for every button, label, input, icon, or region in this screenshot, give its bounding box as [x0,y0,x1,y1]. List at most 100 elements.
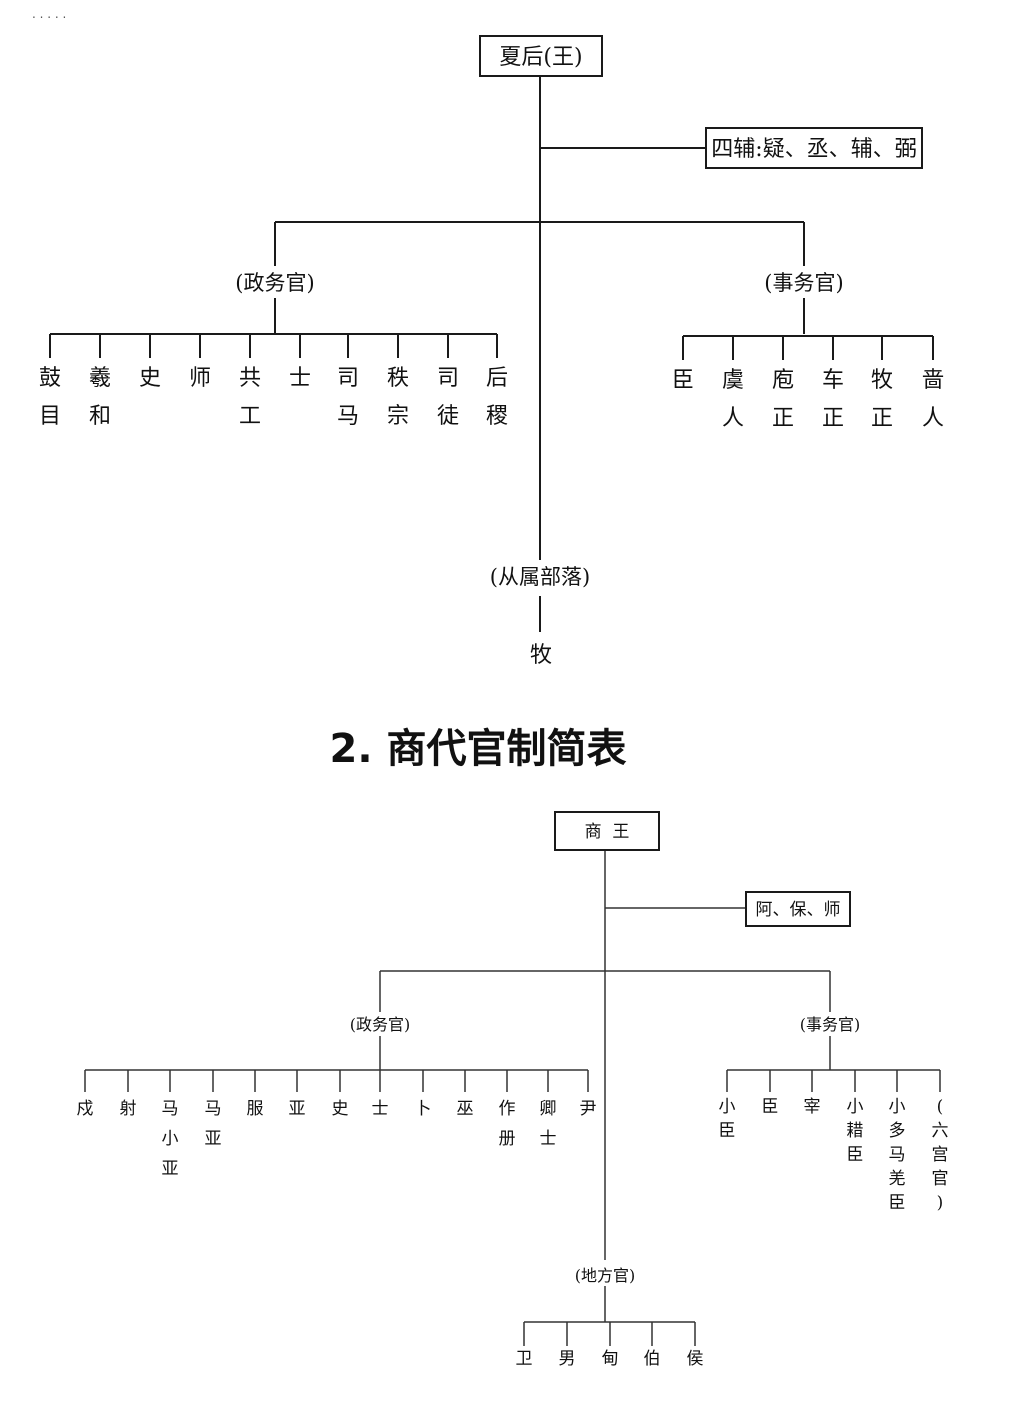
xia-root-label: 夏后(王) [499,45,582,70]
org-item-char: 和 [89,404,111,429]
xia-right-items: 臣虞人庖正车正牧正啬人 [672,368,944,431]
xia-side-box [705,127,923,169]
shang-bottom-ticks [523,1322,696,1346]
org-item-char: 耤 [847,1121,864,1141]
shang-right-items: 小臣臣宰小耤臣小多马羌臣(六宫官) [719,1097,949,1213]
xia-right-group-label: (事务官) [764,271,843,295]
org-item-char: 臣 [672,368,694,393]
shang-bottom-group-label: (地方官) [575,1266,636,1285]
shang-root-label: 商 王 [585,822,630,842]
org-item-char: 史 [332,1099,349,1119]
org-item-char: 小 [847,1097,864,1117]
org-item-char: 亚 [205,1129,222,1149]
xia-left-group-label: (政务官) [235,271,314,295]
shang-bottom-items: 卫男甸伯侯 [516,1349,704,1369]
org-item-char: 官 [932,1169,949,1189]
org-item-char: 车 [822,368,844,393]
org-item-char: 士 [372,1099,389,1119]
org-item-char: 多 [889,1121,906,1141]
shang-root-box [554,811,660,851]
xia-bottom-group-label: (从属部落) [490,565,590,589]
shang-connectors [85,850,940,1323]
org-item-char: 卿 [540,1099,557,1119]
org-item-char: 牧 [871,368,893,393]
org-item-char: 士 [289,366,311,391]
org-item-char: 羌 [889,1169,906,1189]
org-item-char: 臣 [719,1121,736,1141]
shang-left-items: 戍射马小亚马亚服亚史士卜巫作册卿士尹 [77,1099,597,1179]
org-item-char: 师 [189,366,211,391]
org-item-char: 马 [889,1145,906,1165]
org-item-char: 司 [337,366,359,391]
xia-right-ticks [682,336,934,360]
org-item-char: 册 [499,1129,516,1149]
xia-side-label: 四辅:疑、丞、辅、弼 [711,137,916,162]
shang-local-official: 侯 [687,1349,704,1369]
org-item-char: 戍 [77,1099,94,1119]
shang-local-official: 卫 [516,1349,533,1369]
org-item-char: 小 [889,1097,906,1117]
org-item-char: 共 [239,366,261,391]
section-heading: 2. 商代官制简表 [330,726,627,772]
org-item-char: 正 [871,406,893,431]
org-item-char: 人 [922,406,944,431]
org-item-char: 小 [162,1129,179,1149]
shang-right-ticks [726,1070,941,1092]
org-item-char: 宰 [804,1097,821,1117]
shang-side-label: 阿、保、师 [756,900,841,920]
org-item-char: 秩 [387,366,409,391]
org-item-char: 司 [437,366,459,391]
xia-bottom-item: 牧 [530,643,552,668]
org-item-char: 稷 [486,404,508,429]
shang-chart: 商 王 阿、保、师 (政务官) (事务官) 戍射马小亚马亚服亚史士卜巫作册卿士尹… [77,811,949,1369]
shang-left-group-label: (政务官) [350,1015,411,1034]
org-item-char: 卜 [415,1099,432,1119]
org-item-char: 亚 [162,1159,179,1179]
org-item-char: 目 [39,404,61,429]
org-item-char: 工 [239,404,261,429]
org-item-char: 作 [499,1099,516,1119]
org-item-char: 虞 [722,368,744,393]
org-item-char: 史 [139,366,161,391]
org-item-char: 宫 [932,1145,949,1165]
xia-left-ticks [49,334,498,358]
org-item-char: 亚 [289,1099,306,1119]
xia-root-box [479,35,603,77]
shang-left-ticks [84,1070,589,1092]
xia-connectors [50,76,933,632]
org-item-char: 臣 [889,1193,906,1213]
shang-side-box [745,891,851,927]
org-item-char: 宗 [387,404,409,429]
org-item-char: 啬 [922,368,944,393]
shang-local-official: 甸 [602,1349,619,1369]
org-item-char: 六 [932,1121,949,1141]
org-item-char: 徒 [437,404,459,429]
org-item-char: 马 [205,1099,222,1119]
org-item-char: 人 [722,406,744,431]
org-item-char: 臣 [847,1145,864,1165]
xia-left-items: 鼓目羲和史师共工士司马秩宗司徒后稷 [39,366,508,429]
org-item-char: 射 [120,1099,137,1119]
shang-local-official: 男 [559,1349,576,1369]
org-item-char: 庖 [772,368,794,393]
org-item-char: 马 [162,1099,179,1119]
xia-chart: 夏后(王) 四辅:疑、丞、辅、弼 (政务官) (事务官) 鼓目羲和史师共工士司马… [39,35,944,668]
org-item-char: 鼓 [39,366,61,391]
org-item-char: 正 [822,406,844,431]
org-item-char: 服 [247,1099,264,1119]
org-item-char: ) [937,1193,944,1213]
org-item-char: ( [937,1097,944,1117]
org-item-char: 尹 [580,1099,597,1119]
org-item-char: 小 [719,1097,736,1117]
org-item-char: 臣 [762,1097,779,1117]
scan-marks: . . . . . [32,7,66,21]
org-item-char: 后 [486,366,508,391]
org-item-char: 马 [337,404,359,429]
org-item-char: 羲 [89,366,111,391]
shang-local-official: 伯 [644,1349,661,1369]
org-item-char: 士 [540,1129,557,1149]
shang-right-group-label: (事务官) [800,1015,861,1034]
org-item-char: 正 [772,406,794,431]
org-item-char: 巫 [457,1099,474,1119]
